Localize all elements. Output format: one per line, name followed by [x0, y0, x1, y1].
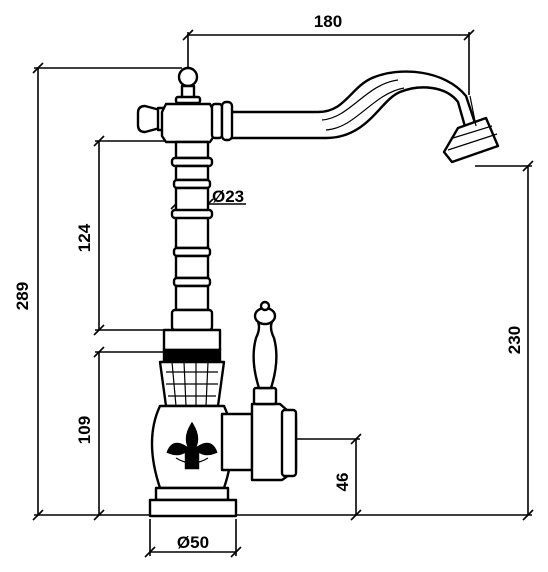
dim-column-height: 124: [75, 135, 176, 336]
dimension-lines: 180 289 124 109: [13, 12, 534, 558]
dim-base-diameter: Ø50: [144, 519, 242, 558]
dim-lever-height-label: 46: [333, 473, 352, 492]
decorative-collar: [158, 328, 226, 408]
base-body: [148, 404, 238, 518]
faucet: [136, 66, 500, 518]
dim-spout-height: 230: [236, 160, 534, 521]
dim-column-height-label: 124: [75, 223, 94, 252]
dim-overall-height: 289: [13, 62, 182, 521]
dim-overall-height-label: 289: [13, 282, 32, 310]
dim-base-height: 109: [75, 346, 166, 521]
dim-spout-reach-label: 180: [314, 12, 342, 31]
dim-base-height-label: 109: [75, 416, 94, 444]
column: [170, 140, 214, 332]
fleur-de-lis-ornament: [166, 421, 218, 470]
dim-base-diameter-label: Ø50: [177, 533, 209, 552]
dim-column-diameter-label: Ø23: [212, 187, 244, 206]
dim-spout-reach: 180: [182, 12, 475, 95]
top-knob: [136, 66, 234, 144]
aerator: [442, 116, 500, 164]
dim-lever-height: 46: [295, 433, 362, 521]
lever-handle: [220, 300, 298, 482]
spout: [228, 70, 500, 164]
dim-spout-height-label: 230: [505, 326, 524, 354]
